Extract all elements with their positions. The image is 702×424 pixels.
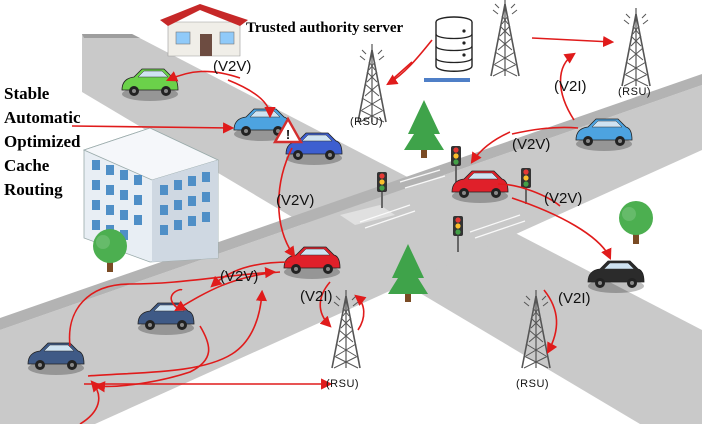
rsu-label: (RSU) xyxy=(516,378,550,390)
car-icon-black xyxy=(587,260,645,294)
svg-text:!: ! xyxy=(286,127,290,142)
scheme-label-line: Stable xyxy=(4,84,50,103)
server-label: Trusted authority server xyxy=(246,20,404,36)
link-label-v2v: (V2V) xyxy=(220,268,259,285)
link-label-v2v: (V2V) xyxy=(512,136,551,153)
tower-icon-top-right xyxy=(621,7,651,87)
main-road-edge xyxy=(82,34,140,38)
link-label-v2i: (V2I) xyxy=(558,290,591,307)
link-label-v2v: (V2V) xyxy=(544,190,583,207)
tree-icon xyxy=(619,201,653,244)
scheme-label-line: Routing xyxy=(4,180,63,199)
house-icon xyxy=(160,4,248,57)
rsu-label: (RSU) xyxy=(350,116,384,128)
scheme-label-line: Automatic xyxy=(4,108,81,127)
communication-arrows xyxy=(68,35,615,424)
link-label-v2i: (V2I) xyxy=(300,288,333,305)
rsu-label: (RSU) xyxy=(618,86,652,98)
rsu-label: (RSU) xyxy=(326,378,360,390)
link-label-v2v: (V2V) xyxy=(213,58,252,75)
server-console-bar xyxy=(424,78,470,82)
scheme-label-line: Optimized xyxy=(4,132,81,151)
warning-icon: ! xyxy=(272,116,304,144)
crosswalk-lines xyxy=(359,169,526,239)
intersection-crosswalk xyxy=(340,205,395,225)
server-icon xyxy=(435,16,473,72)
building-icon xyxy=(82,127,220,263)
tower-icon-top-center xyxy=(357,43,387,123)
link-label-v2v: (V2V) xyxy=(276,192,315,209)
scheme-label-line: Cache xyxy=(4,156,50,175)
tower-icon-top-mid xyxy=(490,0,520,77)
scheme-label: Stable Automatic Optimized Cache Routing xyxy=(4,82,81,202)
tree-icon xyxy=(93,229,127,272)
tree-icon xyxy=(404,100,444,158)
sidewalk-strip xyxy=(0,74,702,330)
link-label-v2i: (V2I) xyxy=(554,78,587,95)
